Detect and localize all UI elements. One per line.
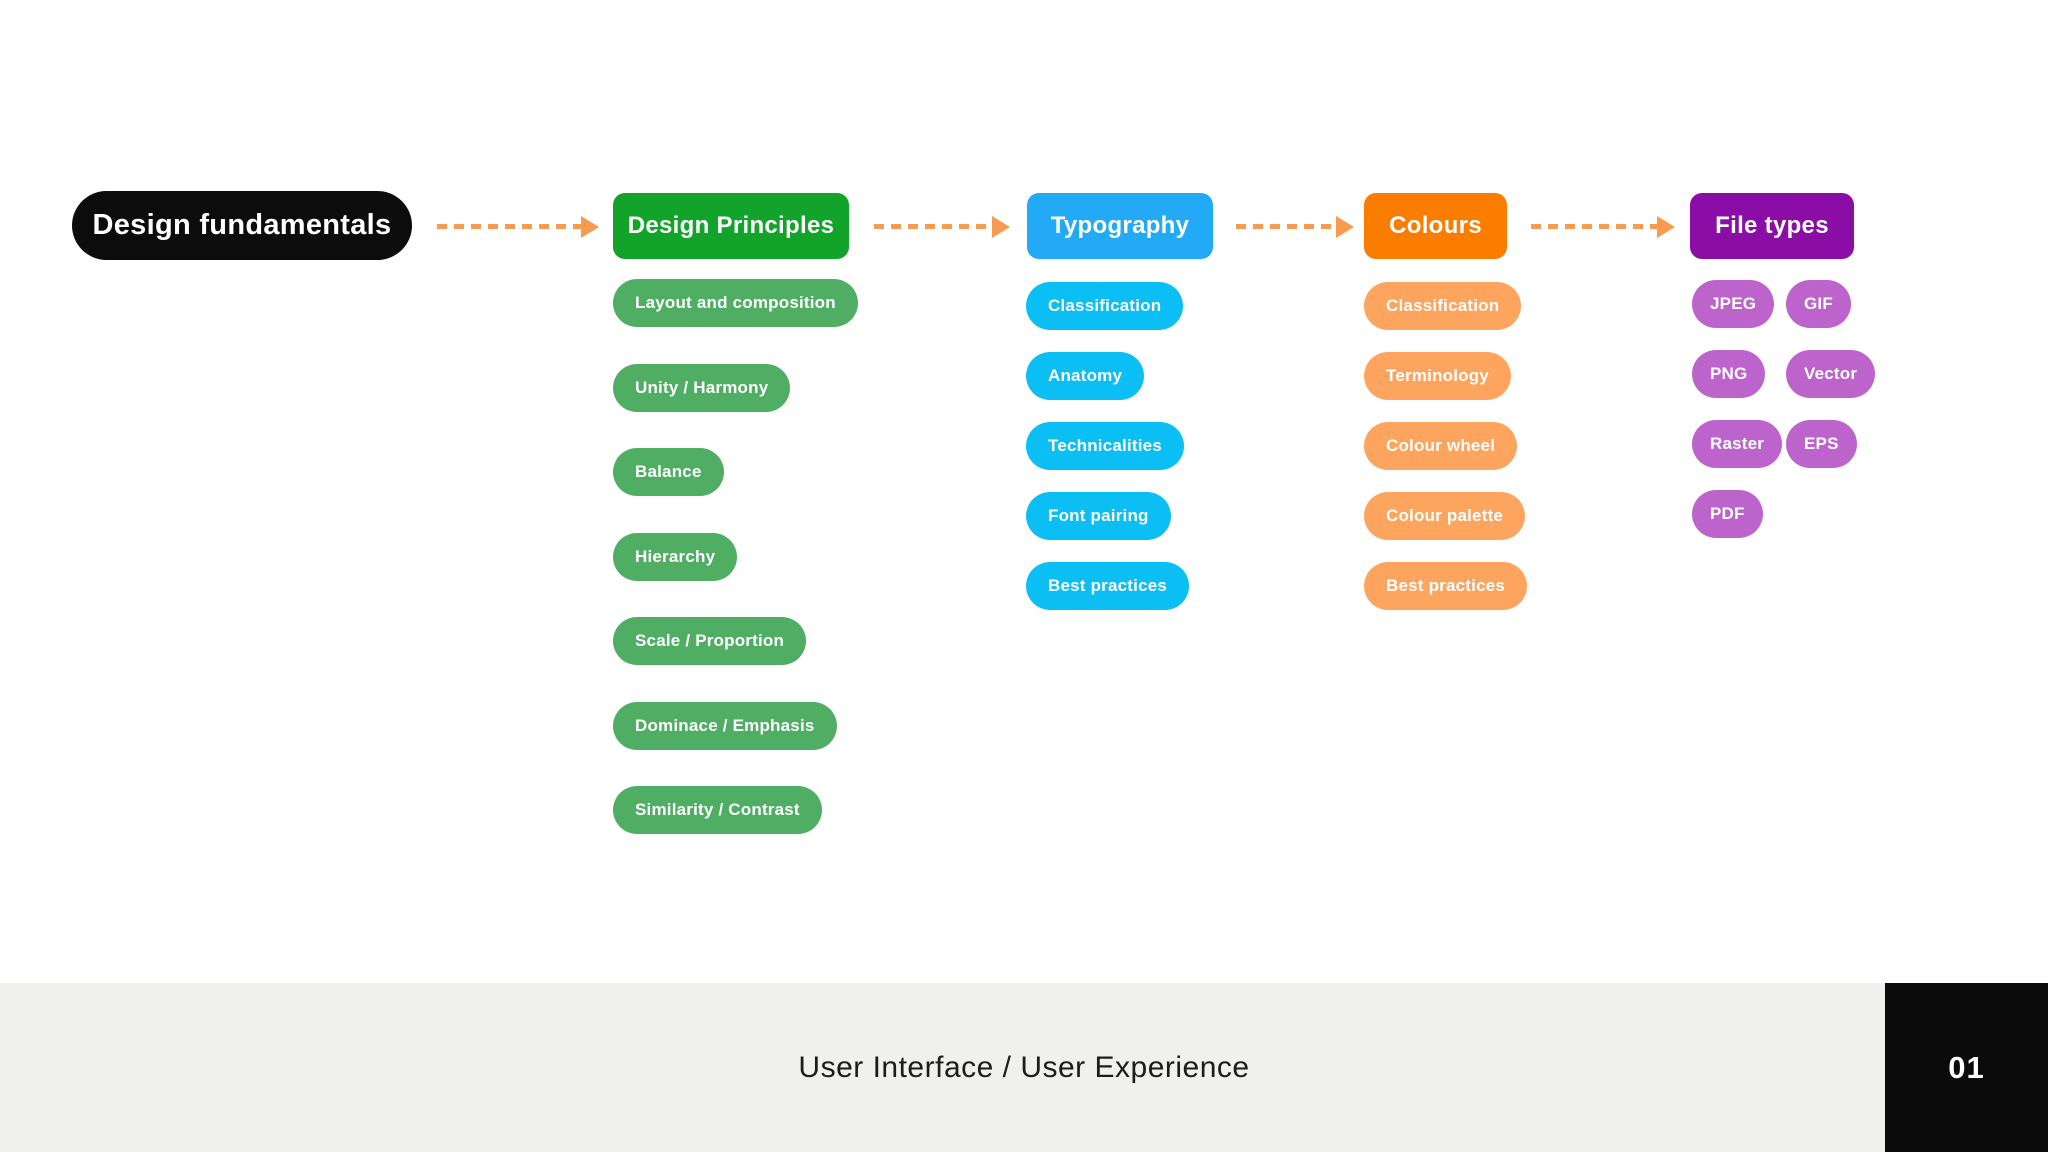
design-principles-items: Layout and composition Unity / Harmony B… [613, 279, 858, 834]
item-pill: Best practices [1364, 562, 1528, 610]
item-pill: PDF [1692, 490, 1763, 538]
dashed-arrow-connector [874, 215, 1010, 238]
item-pill: Unity / Harmony [613, 363, 791, 412]
item-pill: Colour palette [1364, 492, 1526, 540]
item-pill: Classification [1364, 282, 1522, 330]
item-pill: Vector [1786, 350, 1876, 398]
typography-items: Classification Anatomy Technicalities Fo… [1026, 282, 1190, 610]
footer-caption: User Interface / User Experience [798, 1050, 1250, 1084]
item-pill: Balance [613, 448, 724, 496]
arrowhead-right-icon [992, 215, 1010, 238]
item-pill: Classification [1026, 282, 1184, 330]
colours-items: Classification Terminology Colour wheel … [1364, 282, 1528, 610]
item-pill: Scale / Proportion [613, 617, 807, 665]
item-pill: Dominace / Emphasis [613, 701, 837, 750]
file-types-items: JPEG GIF PNG Vector Raster EPS PDF [1692, 280, 1876, 538]
page-number-box: 01 [1885, 983, 2048, 1152]
item-pill: PNG [1692, 350, 1766, 398]
arrowhead-right-icon [1657, 215, 1675, 238]
footer-bar: User Interface / User Experience [0, 983, 2048, 1152]
dashed-arrow-connector [437, 215, 599, 238]
node-design-fundamentals: Design fundamentals [72, 191, 412, 260]
item-pill: Similarity / Contrast [613, 786, 822, 834]
node-file-types: File types [1690, 193, 1854, 259]
item-pill: Anatomy [1026, 352, 1145, 400]
item-pill: Best practices [1026, 562, 1190, 610]
item-pill: EPS [1786, 420, 1857, 468]
item-pill: Raster [1692, 420, 1783, 468]
item-pill: Terminology [1364, 352, 1511, 400]
node-colours: Colours [1364, 193, 1507, 259]
arrowhead-right-icon [1336, 215, 1354, 238]
item-pill: Font pairing [1026, 492, 1171, 540]
dashed-arrow-connector [1531, 215, 1675, 238]
page-number: 01 [1948, 1049, 1985, 1085]
arrowhead-right-icon [581, 215, 599, 238]
node-design-principles: Design Principles [613, 193, 849, 259]
item-pill: Technicalities [1026, 422, 1184, 470]
dashed-arrow-connector [1236, 215, 1354, 238]
item-pill: Hierarchy [613, 532, 738, 581]
item-pill: Layout and composition [613, 279, 858, 327]
item-pill: JPEG [1692, 280, 1775, 328]
node-typography: Typography [1027, 193, 1213, 259]
item-pill: GIF [1786, 280, 1851, 328]
item-pill: Colour wheel [1364, 422, 1518, 470]
